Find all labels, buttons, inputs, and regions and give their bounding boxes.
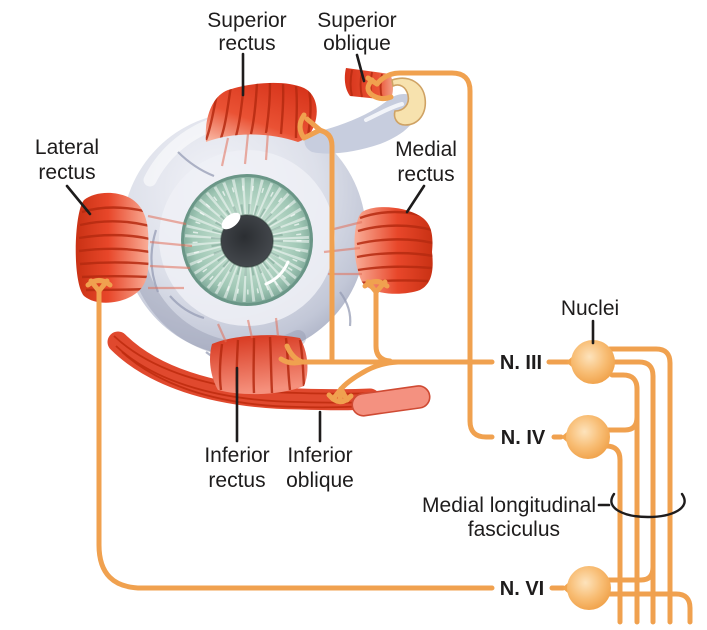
label-medial-rectus-line1: Medial [395,138,457,161]
inferior-rectus-muscle [210,317,308,395]
superior-rectus-tendon-streaks [220,131,270,167]
label-medial-rectus: Medial rectus [395,138,457,186]
label-mlf-line1: Medial longitudinal [422,494,596,517]
labels: Superior rectus Superior oblique Lateral… [35,9,619,600]
iris-flecks [192,185,302,295]
label-inferior-rectus-line1: Inferior [204,444,269,467]
tendon-highlight [364,102,404,122]
lateral-rectus-muscle [75,192,193,303]
n6-nucleus [562,566,611,610]
pupil [220,214,274,268]
label-inferior-rectus-line2: rectus [208,469,265,492]
label-superior-rectus-line1: Superior [207,9,286,32]
label-inferior-rectus: Inferior rectus [204,444,269,492]
mlf-fibers [603,346,693,625]
label-superior-oblique: Superior oblique [317,9,396,55]
iris-striations [185,178,309,302]
superior-rectus-muscle [205,82,317,167]
label-mlf-line2: fasciculus [468,518,560,541]
nerve-network [85,70,693,625]
trochlea [391,77,427,126]
label-n3: N. III [500,352,542,374]
label-nuclei: Nuclei [561,297,619,320]
leader-medial-rectus [405,184,426,214]
trochlear-nerve-path [365,70,564,440]
label-lateral-rectus-line2: rectus [38,161,95,184]
inferior-rectus-tendon-streaks [216,317,280,343]
n3-nucleus [566,340,615,384]
cranial-nerve-nuclei [561,340,615,610]
n4-nucleus [561,415,610,459]
oculomotor-nerve-path [278,112,571,405]
inferior-oblique-insertion [351,385,431,417]
label-inferior-oblique: Inferior oblique [286,444,354,492]
iris-inner-striations [211,204,283,276]
leader-lateral-rectus [65,184,92,216]
label-lateral-rectus: Lateral rectus [35,136,99,184]
label-mlf: Medial longitudinal fasciculus [422,494,596,541]
label-lateral-rectus-line1: Lateral [35,136,99,159]
leader-superior-oblique [355,53,366,83]
iris [181,174,313,306]
label-inferior-oblique-line1: Inferior [287,444,352,467]
mlf-brace [610,492,686,519]
label-superior-rectus-line2: rectus [218,32,275,55]
leader-lines [65,52,686,519]
label-n6: N. VI [500,578,544,600]
label-medial-rectus-line2: rectus [397,163,454,186]
abducens-nerve-path [85,278,566,591]
lateral-rectus-tendon-streaks [147,214,193,290]
label-superior-oblique-line2: oblique [323,32,391,55]
label-inferior-oblique-line2: oblique [286,469,354,492]
pupil-highlight [221,212,241,230]
label-n4: N. IV [501,427,546,449]
iris-highlight-arc [264,260,290,286]
label-superior-oblique-line1: Superior [317,9,396,32]
label-superior-rectus: Superior rectus [207,9,286,55]
